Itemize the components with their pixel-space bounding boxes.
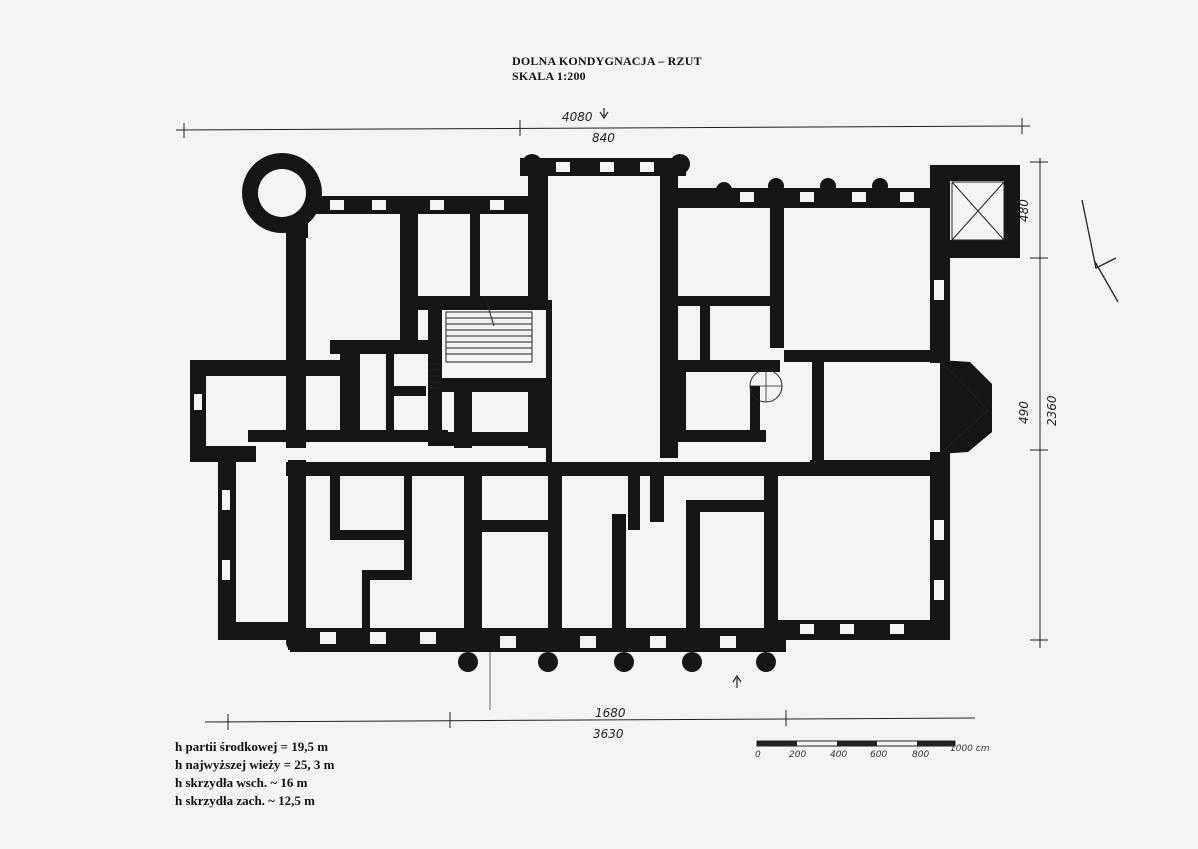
top-dimension-line bbox=[175, 118, 1031, 138]
scale-label-200: 200 bbox=[789, 750, 807, 760]
dim-bottom-center: 1680 bbox=[595, 706, 626, 720]
scale-label-1000: 1000 cm bbox=[950, 744, 990, 754]
note-west-wing-height: h skrzydła zach. ~ 12,5 m bbox=[175, 793, 316, 808]
plan-title: DOLNA KONDYGNACJA – RZUT bbox=[512, 54, 702, 68]
dim-top-total: 4080 bbox=[562, 110, 593, 124]
tower-vaulting bbox=[941, 181, 1005, 453]
dim-right-middle: 490 bbox=[1017, 401, 1031, 424]
dim-right-upper: 480 bbox=[1017, 199, 1031, 222]
dim-bottom-total: 3630 bbox=[593, 727, 624, 741]
dim-right-total: 2360 bbox=[1045, 395, 1059, 426]
scale-label-800: 800 bbox=[912, 750, 930, 760]
arrow-up-icon bbox=[732, 674, 742, 688]
scale-label-600: 600 bbox=[870, 750, 888, 760]
north-arrow-icon bbox=[1081, 199, 1119, 303]
plan-scale-title: SKALA 1:200 bbox=[512, 69, 586, 83]
scale-label-0: 0 bbox=[755, 750, 761, 760]
right-dimension-line bbox=[1030, 158, 1048, 648]
scale-label-400: 400 bbox=[830, 750, 848, 760]
dim-top-center: 840 bbox=[592, 131, 615, 145]
arrow-down-icon bbox=[599, 108, 609, 120]
scale-bar bbox=[756, 740, 956, 747]
bottom-dimension-line bbox=[204, 710, 976, 730]
plan-walls bbox=[190, 153, 1020, 672]
staircase bbox=[430, 299, 783, 403]
plan-openings bbox=[194, 162, 944, 648]
height-notes: h partii środkowej = 19,5 m h najwyższej… bbox=[175, 738, 334, 810]
note-center-height: h partii środkowej = 19,5 m bbox=[175, 739, 329, 754]
note-east-wing-height: h skrzydła wsch. ~ 16 m bbox=[175, 775, 308, 790]
note-tower-height: h najwyższej wieży = 25, 3 m bbox=[175, 757, 335, 772]
